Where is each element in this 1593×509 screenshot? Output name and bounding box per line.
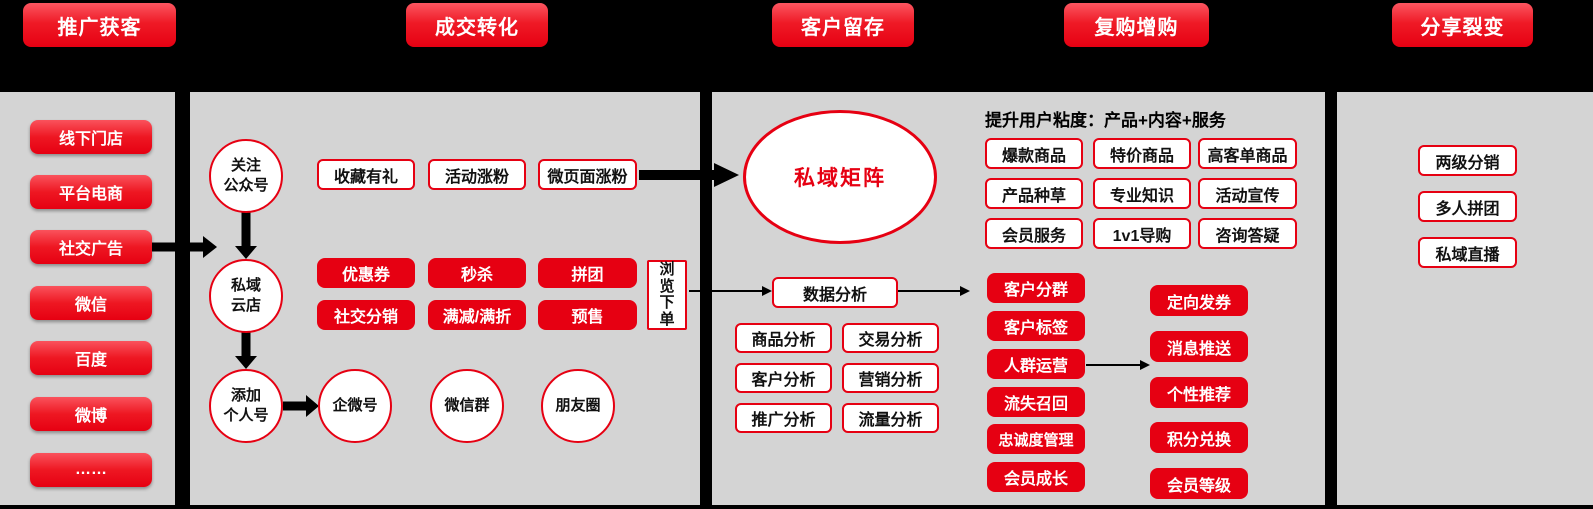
crm-button-segmentation: 客户分群 [987, 273, 1085, 303]
promo-tool-group-buy: 拼团 [538, 258, 637, 288]
crm-button-audience-operation: 人群运营 [987, 349, 1085, 379]
fission-box-private-livestream: 私域直播 [1418, 237, 1517, 268]
fission-box-two-level-distribution: 两级分销 [1418, 145, 1517, 176]
promo-tool-presale: 预售 [538, 300, 637, 330]
reach-button-personalized-recommendation: 个性推荐 [1150, 377, 1248, 408]
reach-button-points-redemption: 积分兑换 [1150, 422, 1248, 453]
crm-button-member-growth: 会员成长 [987, 462, 1085, 492]
node-browse-order: 浏览下单 [647, 260, 687, 330]
stickiness-box-consulting: 咨询答疑 [1198, 218, 1297, 249]
stage-header-acquisition: 推广获客 [23, 3, 176, 47]
node-follow-official-account: 关注 公众号 [209, 139, 283, 213]
stickiness-box-1v1-guide: 1v1导购 [1093, 218, 1191, 249]
crm-button-loyalty: 忠诚度管理 [987, 424, 1085, 454]
channel-platform-ecommerce: 平台电商 [30, 175, 152, 209]
node-private-cloud-store: 私域 云店 [209, 259, 283, 333]
node-wechat-group: 微信群 [430, 369, 504, 443]
node-qiwei-account: 企微号 [318, 369, 392, 443]
promo-tool-coupon: 优惠券 [317, 258, 415, 288]
node-data-analysis: 数据分析 [772, 277, 898, 308]
node-add-personal-account: 添加 个人号 [209, 369, 283, 443]
stickiness-box-campaign: 活动宣传 [1198, 178, 1297, 209]
crm-button-tags: 客户标签 [987, 311, 1085, 341]
fan-growth-box-collect-gift: 收藏有礼 [317, 159, 415, 190]
channel-more: …… [30, 453, 152, 487]
channel-social-ads: 社交广告 [30, 230, 152, 264]
browse-order-label: 浏览下单 [659, 261, 675, 328]
promo-tool-flash-sale: 秒杀 [428, 258, 526, 288]
channel-wechat: 微信 [30, 286, 152, 320]
analysis-box-transaction: 交易分析 [842, 323, 939, 353]
fan-growth-box-activity: 活动涨粉 [428, 159, 526, 190]
reach-button-message-push: 消息推送 [1150, 331, 1248, 362]
stage-header-repurchase: 复购增购 [1064, 3, 1209, 47]
stickiness-box-high-value: 高客单商品 [1198, 138, 1297, 169]
analysis-box-marketing: 营销分析 [842, 363, 939, 393]
stickiness-box-expertise: 专业知识 [1093, 178, 1191, 209]
fan-growth-box-micropage: 微页面涨粉 [538, 159, 637, 190]
stage-header-conversion: 成交转化 [406, 3, 548, 47]
stickiness-title: 提升用户粘度：产品+内容+服务 [985, 110, 1226, 130]
channel-baidu: 百度 [30, 341, 152, 375]
analysis-box-product: 商品分析 [735, 323, 832, 353]
reach-button-targeted-coupon: 定向发券 [1150, 285, 1248, 316]
crm-button-churn-recall: 流失召回 [987, 387, 1085, 417]
analysis-box-promotion: 推广分析 [735, 403, 832, 433]
stage-header-fission: 分享裂变 [1392, 3, 1533, 47]
promo-tool-full-discount: 满减/满折 [428, 300, 526, 330]
stickiness-box-member-service: 会员服务 [985, 218, 1083, 249]
analysis-box-customer: 客户分析 [735, 363, 832, 393]
stickiness-box-seeding: 产品种草 [985, 178, 1083, 209]
fission-box-group-buying: 多人拼团 [1418, 191, 1517, 222]
analysis-box-traffic: 流量分析 [842, 403, 939, 433]
node-moments: 朋友圈 [541, 369, 615, 443]
reach-button-member-level: 会员等级 [1150, 468, 1248, 499]
stickiness-box-hot-products: 爆款商品 [985, 138, 1083, 169]
stickiness-box-special-price: 特价商品 [1093, 138, 1191, 169]
channel-offline-store: 线下门店 [30, 120, 152, 154]
stage-header-retention: 客户留存 [772, 3, 914, 47]
channel-weibo: 微博 [30, 397, 152, 431]
promo-tool-social-distribution: 社交分销 [317, 300, 415, 330]
node-private-domain-matrix: 私域矩阵 [743, 110, 937, 244]
